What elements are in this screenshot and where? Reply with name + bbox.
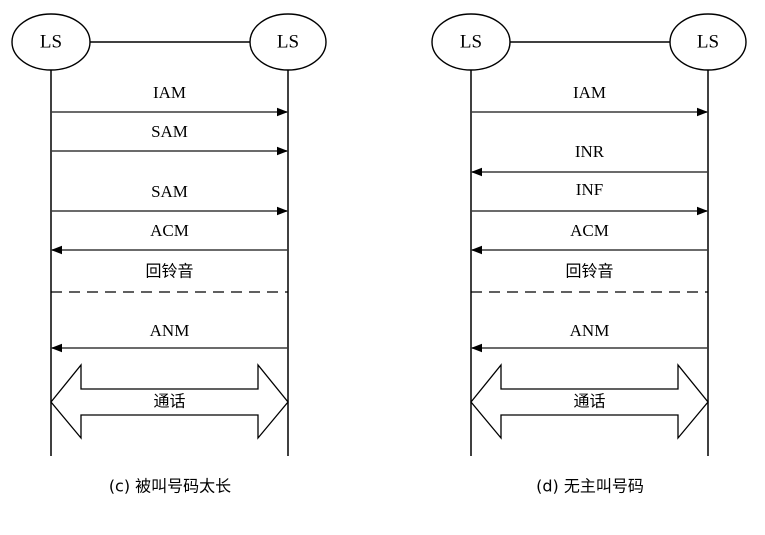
node-ellipse-left bbox=[11, 13, 91, 71]
message-arrowhead-INF bbox=[697, 206, 708, 216]
message-label-ACM: ACM bbox=[150, 221, 189, 240]
message-label-SAM: SAM bbox=[151, 182, 188, 201]
node-right[interactable]: LS bbox=[669, 13, 747, 71]
message-label-SAM: SAM bbox=[151, 122, 188, 141]
diagram-d: LS LS IAM INR INF ACM 回铃音 ANM 通话 (d) 无主叫号码 bbox=[431, 13, 747, 496]
message-label-IAM: IAM bbox=[573, 83, 606, 102]
message-label-ANM: ANM bbox=[150, 321, 190, 340]
message-label-INF: INF bbox=[576, 180, 603, 199]
message-arrowhead-ANM bbox=[471, 343, 482, 353]
caption-diagram-d: (d) 无主叫号码 bbox=[536, 477, 644, 496]
message-arrowhead-IAM bbox=[277, 107, 288, 117]
message-label-回铃音: 回铃音 bbox=[145, 262, 193, 281]
node-ellipse-right bbox=[669, 13, 747, 71]
talk-label: 通话 bbox=[573, 392, 605, 411]
message-arrowhead-ACM bbox=[51, 245, 62, 255]
message-label-INR: INR bbox=[575, 142, 605, 161]
message-arrowhead-ACM bbox=[471, 245, 482, 255]
talk-double-arrow bbox=[50, 363, 289, 440]
talk-double-arrow bbox=[470, 363, 709, 440]
message-arrowhead-SAM bbox=[277, 146, 288, 156]
node-label-left: LS bbox=[460, 31, 482, 52]
node-label-right: LS bbox=[277, 31, 299, 52]
node-left[interactable]: LS bbox=[431, 13, 511, 71]
node-ellipse-right bbox=[249, 13, 327, 71]
message-arrowhead-INR bbox=[471, 167, 482, 177]
message-label-ANM: ANM bbox=[570, 321, 610, 340]
message-label-回铃音: 回铃音 bbox=[565, 262, 613, 281]
node-label-left: LS bbox=[40, 31, 62, 52]
node-ellipse-left bbox=[431, 13, 511, 71]
message-label-ACM: ACM bbox=[570, 221, 609, 240]
diagram-c: LS LS IAM SAM SAM ACM 回铃音 ANM 通话 (c) 被叫号码太长 bbox=[11, 13, 327, 496]
message-arrowhead-SAM bbox=[277, 206, 288, 216]
message-arrowhead-ANM bbox=[51, 343, 62, 353]
message-label-IAM: IAM bbox=[153, 83, 186, 102]
node-left[interactable]: LS bbox=[11, 13, 91, 71]
node-label-right: LS bbox=[697, 31, 719, 52]
message-arrowhead-IAM bbox=[697, 107, 708, 117]
talk-label: 通话 bbox=[153, 392, 185, 411]
node-right[interactable]: LS bbox=[249, 13, 327, 71]
caption-diagram-c: (c) 被叫号码太长 bbox=[109, 477, 231, 496]
